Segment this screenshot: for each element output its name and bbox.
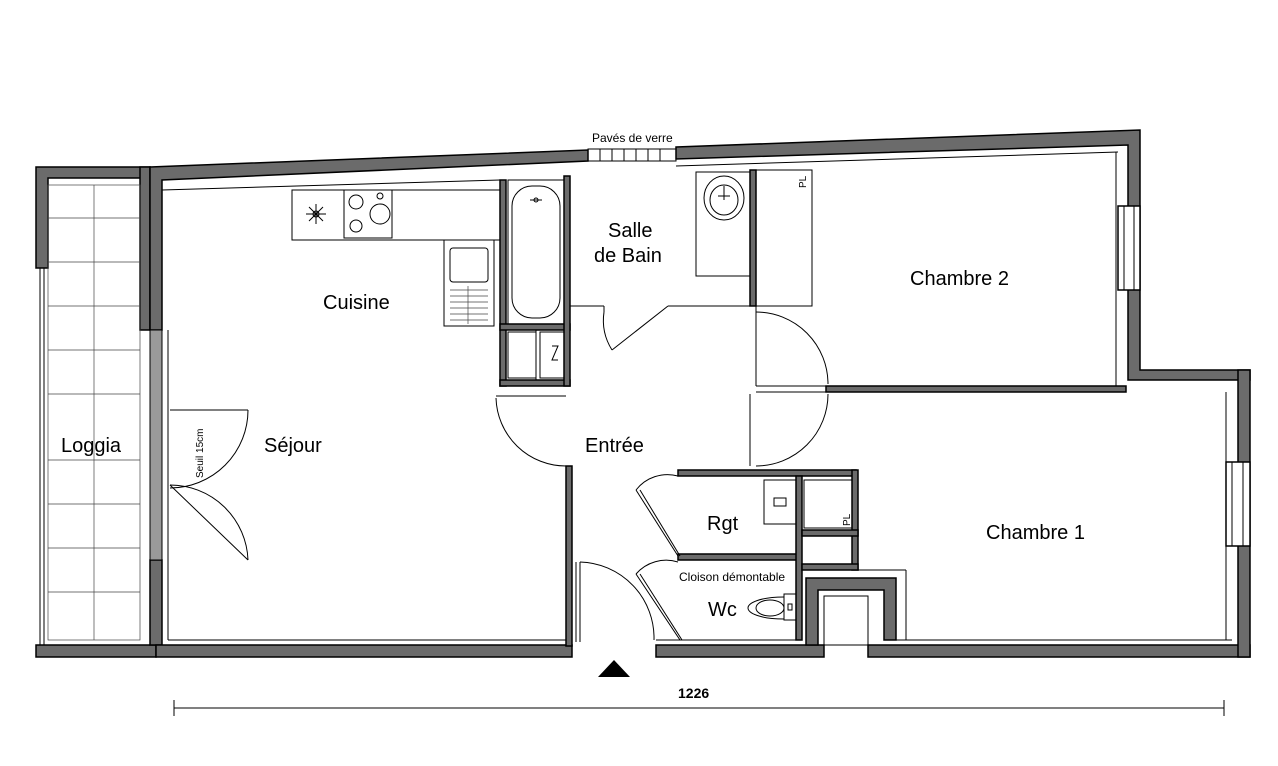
vanity [695,171,751,277]
pl-label-rgt: PL [842,513,853,526]
top-wall-inner-line [161,179,501,191]
entrance-arrow-icon [598,660,630,677]
chambre1-window [1225,461,1251,547]
loggia-area [35,166,157,658]
seuil-label: Seuil 15cm [195,429,206,478]
closet-right [539,331,565,379]
bath-left-wall [499,179,507,387]
bathtub-inner [511,185,561,319]
bath-chambre2-wall [749,169,757,307]
closet-bottom2 [801,563,859,571]
sink-basin [449,247,489,283]
fan-icon [306,204,326,224]
glass-blocks [587,148,677,162]
drainer [450,286,488,324]
bottom-wall-left [155,644,573,658]
duct-box [823,595,869,646]
loggia-tiles [47,184,141,641]
salle-de-bain-label-1: Salle [608,220,652,242]
wc-fixtures [747,479,853,621]
exterior-walls [149,129,1251,658]
rgt-closet [803,479,853,529]
duct-wall [805,577,897,646]
sejour-label: Séjour [264,435,322,457]
bath-mid-wall [499,323,571,331]
chambre2-wardrobe [755,169,813,307]
bathroom-fixtures [507,169,813,379]
bath-bottom-wall [499,379,571,387]
chambre-2-label: Chambre 2 [910,268,1009,290]
cloison-label: Cloison démontable [679,570,785,584]
bottom-wall-right [655,644,825,658]
rgt-label: Rgt [707,513,739,535]
wc-bowl [747,596,785,620]
washbasin [703,175,745,221]
bath-right-sep [563,175,571,387]
doors [169,305,829,642]
kitchen-counter [291,189,501,241]
wc-tank [783,593,797,621]
rgt-wc-wall [677,553,799,561]
bathroom-door[interactable] [611,305,669,351]
closet-left [507,331,537,379]
pl-label-chambre2: PL [798,175,809,188]
loggia-wall-right-top [139,166,151,331]
kitchen-fixtures [291,189,501,327]
dimension-line [173,700,1225,716]
left-wall-glazing [149,329,163,561]
wc-label: Wc [708,599,737,621]
top-wall-right [675,129,1251,381]
salle-de-bain-label-2: de Bain [594,245,662,267]
entree-label: Entrée [585,435,644,457]
sejour-door[interactable] [495,397,567,467]
loggia-wall-left [35,166,151,269]
chambre-1-label: Chambre 1 [986,522,1085,544]
rgt-appliance [763,479,797,525]
cuisine-label: Cuisine [323,292,390,314]
bathtub [507,179,565,325]
cooktop [343,189,393,239]
rgt-door[interactable] [635,489,679,557]
french-door-bottom-leaf[interactable] [169,484,249,561]
interior-walls [499,169,1127,647]
left-wall-lower [149,559,163,646]
chambre2-window [1117,205,1141,291]
rgt-closet-sep [795,475,803,641]
wc-door[interactable] [635,573,681,641]
total-width-label: 1226 [678,685,709,701]
sink-counter [443,239,495,327]
rgt-top-wall [677,469,857,477]
closet-bottom [801,529,859,537]
chambre-separation-wall [825,385,1127,393]
paves-de-verre-label: Pavés de verre [592,131,673,145]
water-heater-symbol [551,345,559,361]
top-wall-inner-line-right [675,151,1119,167]
bottom-wall-far-right [867,644,1251,658]
loggia-wall-bottom [35,644,157,658]
sejour-entree-wall [565,465,573,647]
loggia-label: Loggia [61,435,122,457]
